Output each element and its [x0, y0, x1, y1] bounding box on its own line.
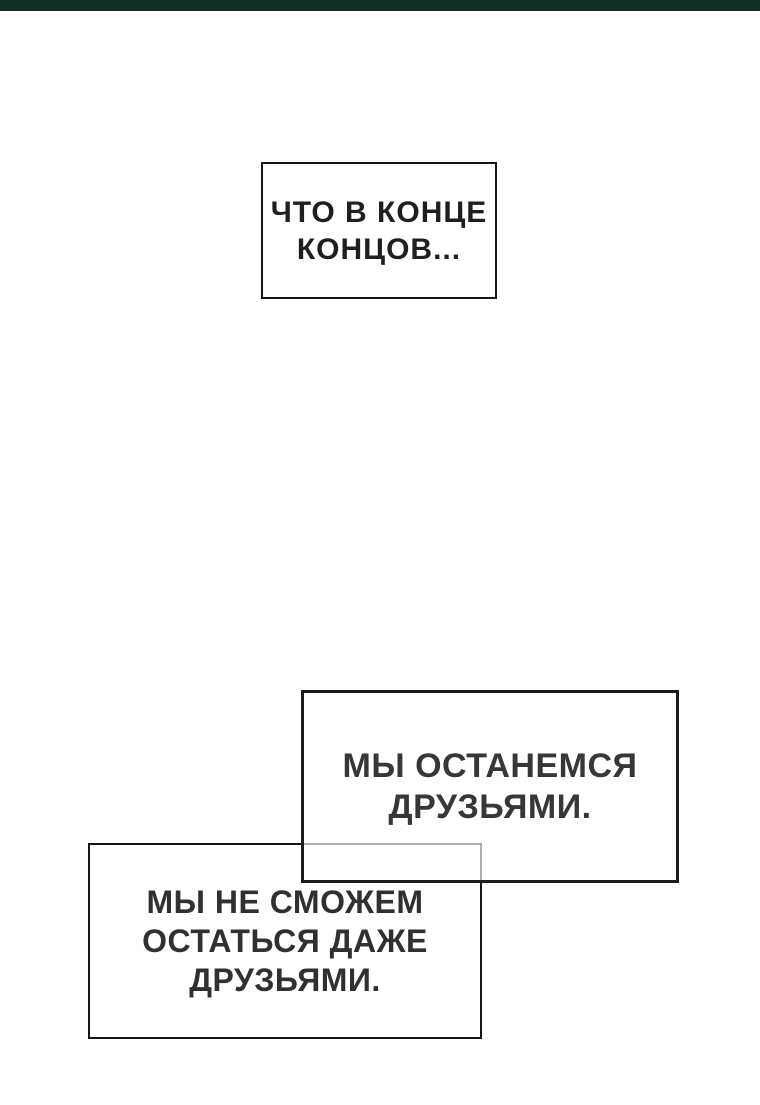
- top-gutter-bar: [0, 0, 760, 11]
- speech-text-line: КОНЦОВ...: [296, 232, 462, 266]
- speech-text-line: ОСТАТЬСЯ ДАЖЕ: [142, 922, 428, 959]
- speech-box-what-in-the-end: ЧТО В КОНЦЕ КОНЦОВ...: [261, 162, 497, 299]
- speech-text-line: ДРУЗЬЯМИ.: [189, 961, 381, 998]
- speech-text-line: ДРУЗЬЯМИ.: [388, 787, 592, 826]
- speech-text-line: ЧТО В КОНЦЕ: [270, 195, 488, 229]
- speech-box-well-stay-friends: МЫ ОСТАНЕМСЯ ДРУЗЬЯМИ.: [301, 690, 679, 883]
- speech-text-line: МЫ ОСТАНЕМСЯ: [342, 746, 638, 785]
- speech-text-line: МЫ НЕ СМОЖЕМ: [146, 883, 424, 920]
